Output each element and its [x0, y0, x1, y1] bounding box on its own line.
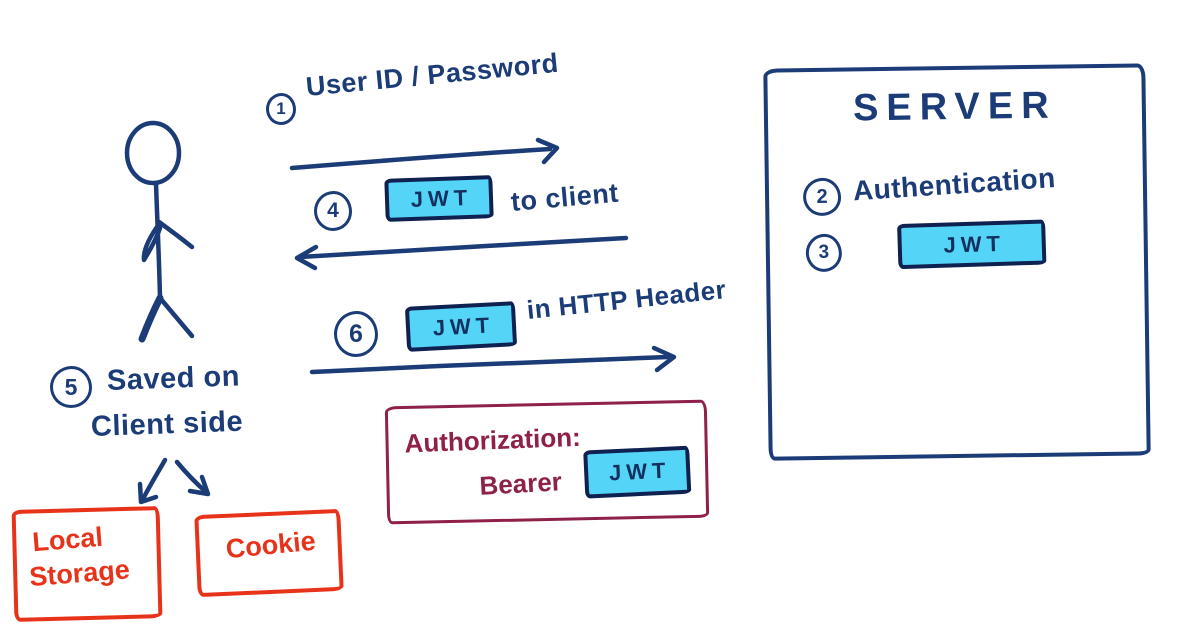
step5-label-line2: Client side — [90, 405, 244, 443]
jwt-token-authorization: JWT — [583, 445, 692, 499]
jwt-token-step6-text: JWT — [432, 311, 495, 340]
step5-label-line1: Saved on — [106, 360, 241, 397]
step5-number-badge: 5 — [50, 366, 92, 408]
local-storage-label-line1: Local — [31, 521, 104, 558]
authorization-label: Authorization: — [404, 421, 582, 459]
server-box: SERVER 2 Authentication 3 JWT — [763, 63, 1151, 461]
arrow-step6 — [309, 345, 677, 375]
step6-number-badge: 6 — [334, 311, 378, 357]
local-storage-label-line2: Storage — [28, 554, 131, 593]
step2-number-badge: 2 — [802, 177, 842, 217]
step4-number-badge: 4 — [314, 191, 352, 231]
client-stick-figure — [124, 120, 195, 343]
step1-number-badge: 1 — [266, 93, 296, 125]
local-storage-box: Local Storage — [11, 506, 163, 622]
step2-label: Authentication — [851, 162, 1057, 207]
arrow-to-cookie — [174, 459, 211, 497]
jwt-token-step6: JWT — [404, 301, 518, 352]
cookie-label: Cookie — [224, 525, 317, 565]
step3-number-badge: 3 — [805, 233, 843, 273]
arrow-step1 — [289, 137, 560, 171]
arrow-to-local-storage — [137, 457, 168, 505]
jwt-token-step4: JWT — [384, 175, 494, 222]
arrow-step4 — [294, 235, 629, 271]
jwt-token-step3: JWT — [897, 219, 1047, 270]
authorization-header-box: Authorization: Bearer JWT — [384, 399, 710, 525]
jwt-token-step3-text: JWT — [943, 230, 1006, 258]
jwt-token-authorization-text: JWT — [608, 457, 671, 486]
bearer-label: Bearer — [478, 466, 563, 501]
server-title: SERVER — [852, 84, 1057, 130]
jwt-token-step4-text: JWT — [410, 184, 473, 212]
cookie-box: Cookie — [194, 508, 344, 598]
